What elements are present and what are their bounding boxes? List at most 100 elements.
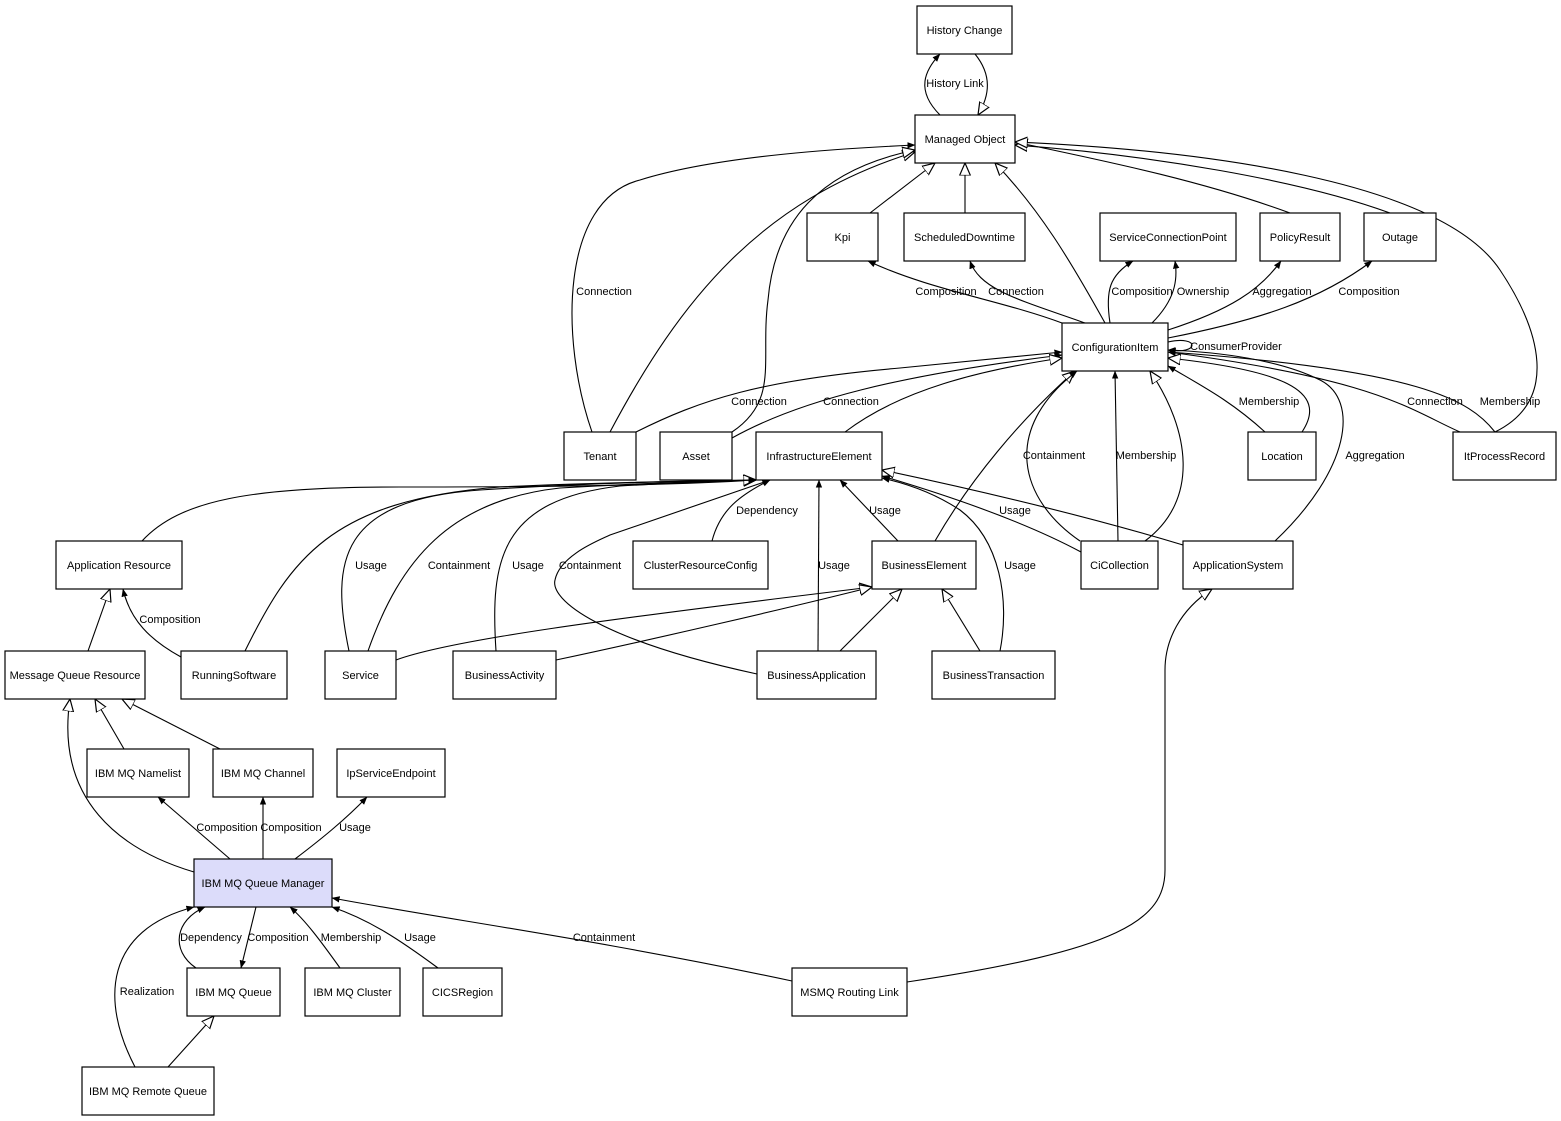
inheritance-edge-ibm_mq_channel-to-message_queue_resource	[122, 699, 221, 750]
edge-label: Usage	[1004, 560, 1036, 572]
node-box	[791, 967, 908, 1017]
hollow-arrow-icon	[882, 470, 1184, 546]
filled-arrow-icon	[331, 896, 793, 982]
node-ibm-mq-remote-queue[interactable]: IBM MQ Remote Queue	[81, 1066, 215, 1116]
node-box	[55, 540, 183, 590]
hollow-arrow-icon	[934, 371, 1075, 542]
node-label: BusinessApplication	[767, 670, 865, 682]
edge-label: Dependency	[736, 505, 798, 517]
node-it-process-record[interactable]: ItProcessRecord	[1452, 431, 1557, 481]
node-cics-region[interactable]: CICSRegion	[422, 967, 503, 1017]
node-kpi[interactable]: Kpi	[806, 212, 879, 262]
edge-label: ConsumerProvider	[1190, 341, 1282, 353]
node-label: IBM MQ Queue	[195, 987, 271, 999]
filled-arrow-icon	[1167, 365, 1266, 433]
association-edge-it_process_record-to-configuration_item	[1167, 349, 1461, 433]
edge-label: Usage	[869, 505, 901, 517]
node-label: Application Resource	[67, 560, 171, 572]
node-business-activity[interactable]: BusinessActivity	[452, 650, 557, 700]
node-box	[931, 650, 1056, 700]
hollow-arrow-icon	[869, 163, 935, 214]
association-edge-ibm_mq_remote_queue-to-ibm_mq_queue_manager	[114, 905, 195, 1068]
edge-label: Usage	[512, 560, 544, 572]
edge-label: Usage	[355, 560, 387, 572]
association-edge-location-to-configuration_item	[1167, 365, 1266, 433]
inheritance-edge-location-to-configuration_item	[1168, 358, 1311, 433]
node-box	[304, 967, 401, 1017]
node-infrastructure-element[interactable]: InfrastructureElement	[755, 431, 883, 481]
node-application-resource[interactable]: Application Resource	[55, 540, 183, 590]
node-label: BusinessTransaction	[943, 670, 1045, 682]
node-msmq-routing-link[interactable]: MSMQ Routing Link	[791, 967, 908, 1017]
node-tenant[interactable]: Tenant	[563, 431, 637, 481]
association-edge-msmq_routing_link-to-ibm_mq_queue_manager	[331, 896, 793, 982]
inheritance-edge-business_transaction-to-business_element	[942, 589, 981, 652]
association-edge-application_system-to-configuration_item	[1167, 347, 1344, 542]
node-asset[interactable]: Asset	[659, 431, 733, 481]
node-application-system[interactable]: ApplicationSystem	[1182, 540, 1294, 590]
node-label: IBM MQ Queue Manager	[202, 878, 325, 890]
node-scheduled-downtime[interactable]: ScheduledDowntime	[903, 212, 1026, 262]
node-ip-service-endpoint[interactable]: IpServiceEndpoint	[336, 748, 446, 798]
hollow-arrow-icon	[844, 358, 1062, 433]
node-location[interactable]: Location	[1247, 431, 1317, 481]
node-ibm-mq-cluster[interactable]: IBM MQ Cluster	[304, 967, 401, 1017]
edge-label: Membership	[321, 932, 382, 944]
edge-label: Containment	[428, 560, 490, 572]
hollow-arrow-icon	[942, 589, 981, 652]
inheritance-edge-business_application-to-business_element	[839, 589, 902, 652]
node-label: ConfigurationItem	[1072, 342, 1159, 354]
filled-arrow-icon	[711, 479, 771, 542]
inheritance-edge-policy_result-to-managed_object	[1015, 142, 1291, 214]
node-configuration-item[interactable]: ConfigurationItem	[1061, 322, 1169, 372]
node-service[interactable]: Service	[324, 650, 397, 700]
association-edge-configuration_item-to-service_connection_point	[1151, 260, 1180, 324]
edge-label: Usage	[339, 822, 371, 834]
hollow-arrow-icon	[122, 699, 221, 750]
node-box	[336, 748, 446, 798]
node-box	[1061, 322, 1169, 372]
node-label: ServiceConnectionPoint	[1109, 232, 1226, 244]
filled-arrow-icon	[839, 479, 899, 542]
node-business-element[interactable]: BusinessElement	[871, 540, 977, 590]
filled-arrow-icon	[1167, 260, 1373, 339]
inheritance-edge-application_resource-to-infrastructure_element	[141, 480, 756, 542]
node-box	[1363, 212, 1437, 262]
node-box	[212, 748, 314, 798]
node-box	[1247, 431, 1317, 481]
node-cluster-resource-config[interactable]: ClusterResourceConfig	[632, 540, 769, 590]
node-service-connection-point[interactable]: ServiceConnectionPoint	[1099, 212, 1237, 262]
inheritance-edge-ci_collection-to-configuration_item	[1144, 371, 1184, 542]
inheritance-edge-asset-to-managed_object	[731, 150, 915, 433]
node-message-queue-resource[interactable]: Message Queue Resource	[4, 650, 146, 700]
hollow-arrow-icon	[1144, 371, 1184, 542]
node-policy-result[interactable]: PolicyResult	[1259, 212, 1341, 262]
inheritance-edge-ibm_mq_queue_manager-to-message_queue_resource	[68, 699, 195, 873]
node-box	[81, 1066, 215, 1116]
node-box	[806, 212, 879, 262]
node-ibm-mq-namelist[interactable]: IBM MQ Namelist	[86, 748, 190, 798]
hollow-arrow-icon	[906, 589, 1212, 983]
node-history-change[interactable]: History Change	[916, 5, 1013, 55]
node-ci-collection[interactable]: CiCollection	[1080, 540, 1159, 590]
edge-label: Usage	[999, 505, 1031, 517]
node-ibm-mq-queue-manager[interactable]: IBM MQ Queue Manager	[193, 858, 333, 908]
node-box	[422, 967, 503, 1017]
filled-arrow-icon	[924, 53, 941, 116]
filled-arrow-icon	[157, 796, 231, 860]
node-label: Service	[342, 670, 379, 682]
node-business-transaction[interactable]: BusinessTransaction	[931, 650, 1056, 700]
node-running-software[interactable]: RunningSoftware	[180, 650, 288, 700]
filled-arrow-icon	[341, 476, 757, 652]
node-managed-object[interactable]: Managed Object	[914, 114, 1016, 164]
node-box	[4, 650, 146, 700]
edge-label: Membership	[1239, 396, 1300, 408]
association-edge-asset-to-configuration_item	[731, 352, 1063, 439]
node-ibm-mq-channel[interactable]: IBM MQ Channel	[212, 748, 314, 798]
association-edge-ci_collection-to-configuration_item	[1111, 370, 1119, 542]
node-business-application[interactable]: BusinessApplication	[756, 650, 877, 700]
node-ibm-mq-queue[interactable]: IBM MQ Queue	[186, 967, 281, 1017]
node-outage[interactable]: Outage	[1363, 212, 1437, 262]
